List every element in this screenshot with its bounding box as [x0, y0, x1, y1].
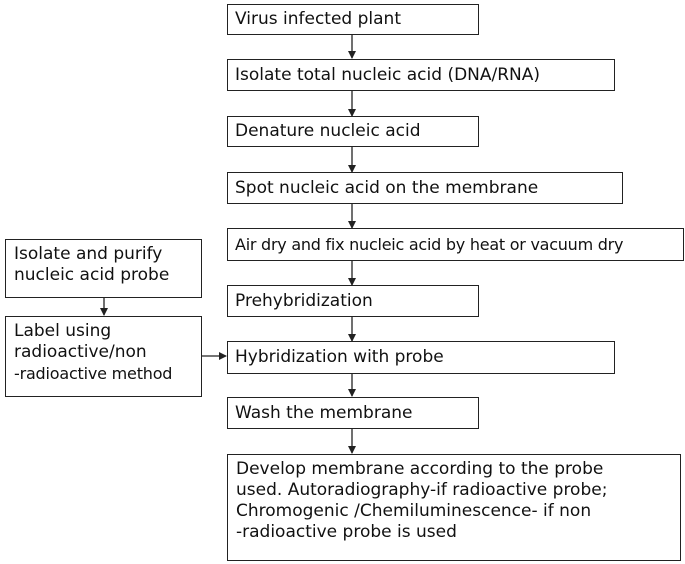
- step-isolate-total-nucleic-acid: Isolate total nucleic acid (DNA/RNA): [227, 59, 615, 91]
- step-hybridization-with-probe: Hybridization with probe: [227, 341, 615, 374]
- step-wash-membrane: Wash the membrane: [227, 397, 479, 429]
- step-air-dry-and-fix: Air dry and fix nucleic acid by heat or …: [227, 228, 684, 261]
- step-denature-nucleic-acid: Denature nucleic acid: [227, 116, 479, 147]
- step-label-probe: Label using radioactive/non -radioactive…: [5, 316, 202, 397]
- step-develop-membrane: Develop membrane according to the probe …: [227, 454, 681, 561]
- step-prehybridization: Prehybridization: [227, 285, 479, 317]
- step-virus-infected-plant: Virus infected plant: [227, 4, 479, 35]
- step-isolate-purify-probe: Isolate and purify nucleic acid probe: [5, 239, 202, 298]
- step-spot-nucleic-acid: Spot nucleic acid on the membrane: [227, 172, 623, 204]
